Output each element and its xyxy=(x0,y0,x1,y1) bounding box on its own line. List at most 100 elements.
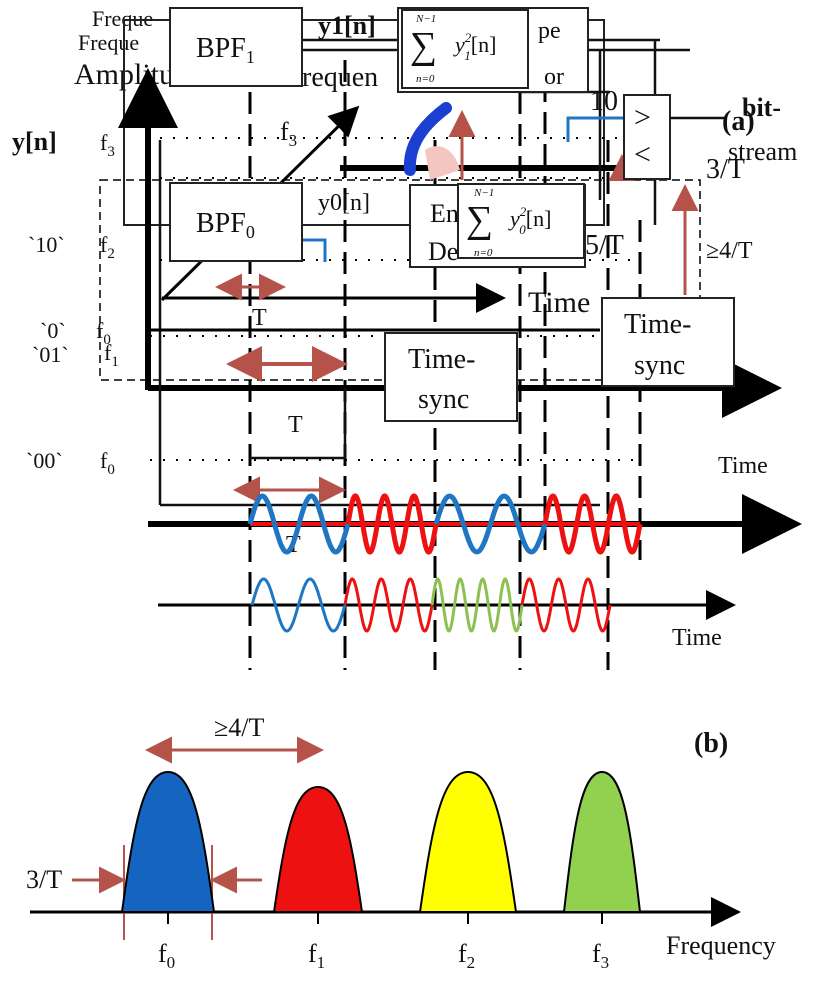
panel-b-label: (b) xyxy=(694,728,728,759)
level-code-01: `01` xyxy=(32,342,69,367)
panel-a: Freque Freque Amplitude requen Time xyxy=(12,6,802,670)
blue-step-mark-1 xyxy=(566,116,625,142)
panel-a-label: (a) xyxy=(722,106,755,137)
period-label-2: T xyxy=(288,412,303,438)
tick-label-f0: f0 xyxy=(158,939,175,972)
tick-label-f2-sub: 2 xyxy=(467,953,476,972)
sum1-upper-limit: N−1 xyxy=(415,13,436,25)
level-f1-sub: 1 xyxy=(111,354,119,370)
level-freq-f0: f0 xyxy=(100,448,115,478)
level-code-0: `0` xyxy=(40,318,66,343)
sum1-sup2: 2 xyxy=(465,30,472,45)
sum1-lower-limit: n=0 xyxy=(416,73,435,85)
level-f2-sub: 2 xyxy=(107,246,115,262)
wave-upper-red-2 xyxy=(542,493,643,555)
tick-label-f1-main: f xyxy=(308,939,317,968)
blue-swoosh xyxy=(403,102,452,176)
level-f0top-sub: 0 xyxy=(103,332,111,348)
blue-step-mark-2 xyxy=(300,238,327,262)
bpf1-main: BPF xyxy=(196,33,246,64)
wave-upper-blue-1 xyxy=(247,493,351,555)
envelope-pe-text: pe xyxy=(538,18,561,44)
sum0-tail: [n] xyxy=(526,206,552,231)
timesync-2-line1: Time- xyxy=(624,309,691,340)
y1-signal-label: y1[n] xyxy=(318,11,376,40)
bpf1-block: BPF1 xyxy=(169,7,303,87)
level-code-11: y[n] xyxy=(12,127,57,156)
bpf1-label: BPF1 xyxy=(196,33,255,67)
wave-upper-red-1 xyxy=(345,493,439,555)
sum0-sup2: 2 xyxy=(520,204,527,219)
wave-lower-green xyxy=(430,577,524,633)
period-label-1: T xyxy=(252,305,267,331)
ten-label: 10 xyxy=(590,86,618,117)
bg-frequency-mid-text: requen xyxy=(302,62,378,93)
wave-lower-blue xyxy=(250,577,347,633)
sum1-sigma: ∑ xyxy=(410,25,437,67)
bg-time-mid-text: Time xyxy=(528,286,590,319)
bg-frequ-text-2: Freque xyxy=(78,30,139,55)
bitstream-label-1: bit- xyxy=(742,93,781,122)
tick-label-f2: f2 xyxy=(458,939,475,972)
tick-label-f0-main: f xyxy=(158,939,167,968)
time-axis-label-1: Time xyxy=(718,453,768,479)
spectrum-peak-f1 xyxy=(272,785,364,913)
pink-shade xyxy=(425,146,460,180)
y0-signal-label: y0[n] xyxy=(318,190,370,216)
tick-label-f3: f3 xyxy=(592,939,609,972)
wave-lower-red-2 xyxy=(520,577,612,633)
level-step-outline xyxy=(250,388,347,460)
bpf0-sub: 0 xyxy=(246,222,255,242)
bandwidth-label: 3/T xyxy=(26,865,62,894)
comparator-gt: > xyxy=(634,101,651,134)
sum0-sigma: ∑ xyxy=(466,199,493,241)
bitstream-label-2: stream xyxy=(728,137,797,166)
ed-frag-en: En xyxy=(430,199,459,228)
spectrum-peak-f3 xyxy=(562,770,642,913)
bpf0-block: BPF0 xyxy=(169,182,303,262)
spectrum-peak-f2 xyxy=(418,770,518,913)
waveforms xyxy=(247,493,643,633)
tick-label-f3-sub: 3 xyxy=(601,953,610,972)
level-code-10: `10` xyxy=(28,232,65,257)
sum0-subscript: 0 xyxy=(519,222,526,237)
sum0-body: y2 0[n] xyxy=(508,204,551,237)
three-over-t-label-a: 3/T xyxy=(706,154,745,185)
bg-frequ-text: Freque xyxy=(92,6,153,31)
five-over-t-label: 5/T xyxy=(585,230,624,261)
comparator-block: > < xyxy=(623,94,724,180)
tick-label-f0-sub: 0 xyxy=(167,953,176,972)
detector-or-text: or xyxy=(544,64,564,90)
tick-label-f2-main: f xyxy=(458,939,467,968)
tick-label-f1-sub: 1 xyxy=(317,953,326,972)
level-f0-sub: 0 xyxy=(107,462,115,478)
level-freq-f3-mid: f3 xyxy=(280,117,297,150)
level-f0top-f: f xyxy=(96,318,104,343)
wave-lower-red-1 xyxy=(343,577,434,633)
level-code-00: `00` xyxy=(26,448,63,473)
timesync-block-1: Time- sync xyxy=(384,332,518,422)
level-freq-f1: f1 xyxy=(104,340,119,370)
timesync-block-2: Time- sync xyxy=(601,297,735,387)
sum1-y: y xyxy=(453,32,465,57)
level-freq-f2: f2 xyxy=(100,232,115,262)
sum1-subscript: 1 xyxy=(464,48,471,63)
ed-frag-de: De xyxy=(428,237,458,266)
comparator-lt: < xyxy=(634,138,651,171)
sum0-upper-limit: N−1 xyxy=(473,187,494,199)
tick-label-f3-main: f xyxy=(592,939,601,968)
level-f3mid-f: f xyxy=(280,117,289,146)
bpf0-label: BPF0 xyxy=(196,208,255,242)
time-axis-label-2: Time xyxy=(672,625,722,651)
level-freq-f0-top: f0 xyxy=(96,318,111,348)
timesync-1-line1: Time- xyxy=(408,344,475,375)
bpf1-sub: 1 xyxy=(246,47,255,67)
sum0-y: y xyxy=(508,206,520,231)
wave-upper-blue-2 xyxy=(433,493,548,555)
spacing-label-b: ≥4/T xyxy=(214,713,264,742)
